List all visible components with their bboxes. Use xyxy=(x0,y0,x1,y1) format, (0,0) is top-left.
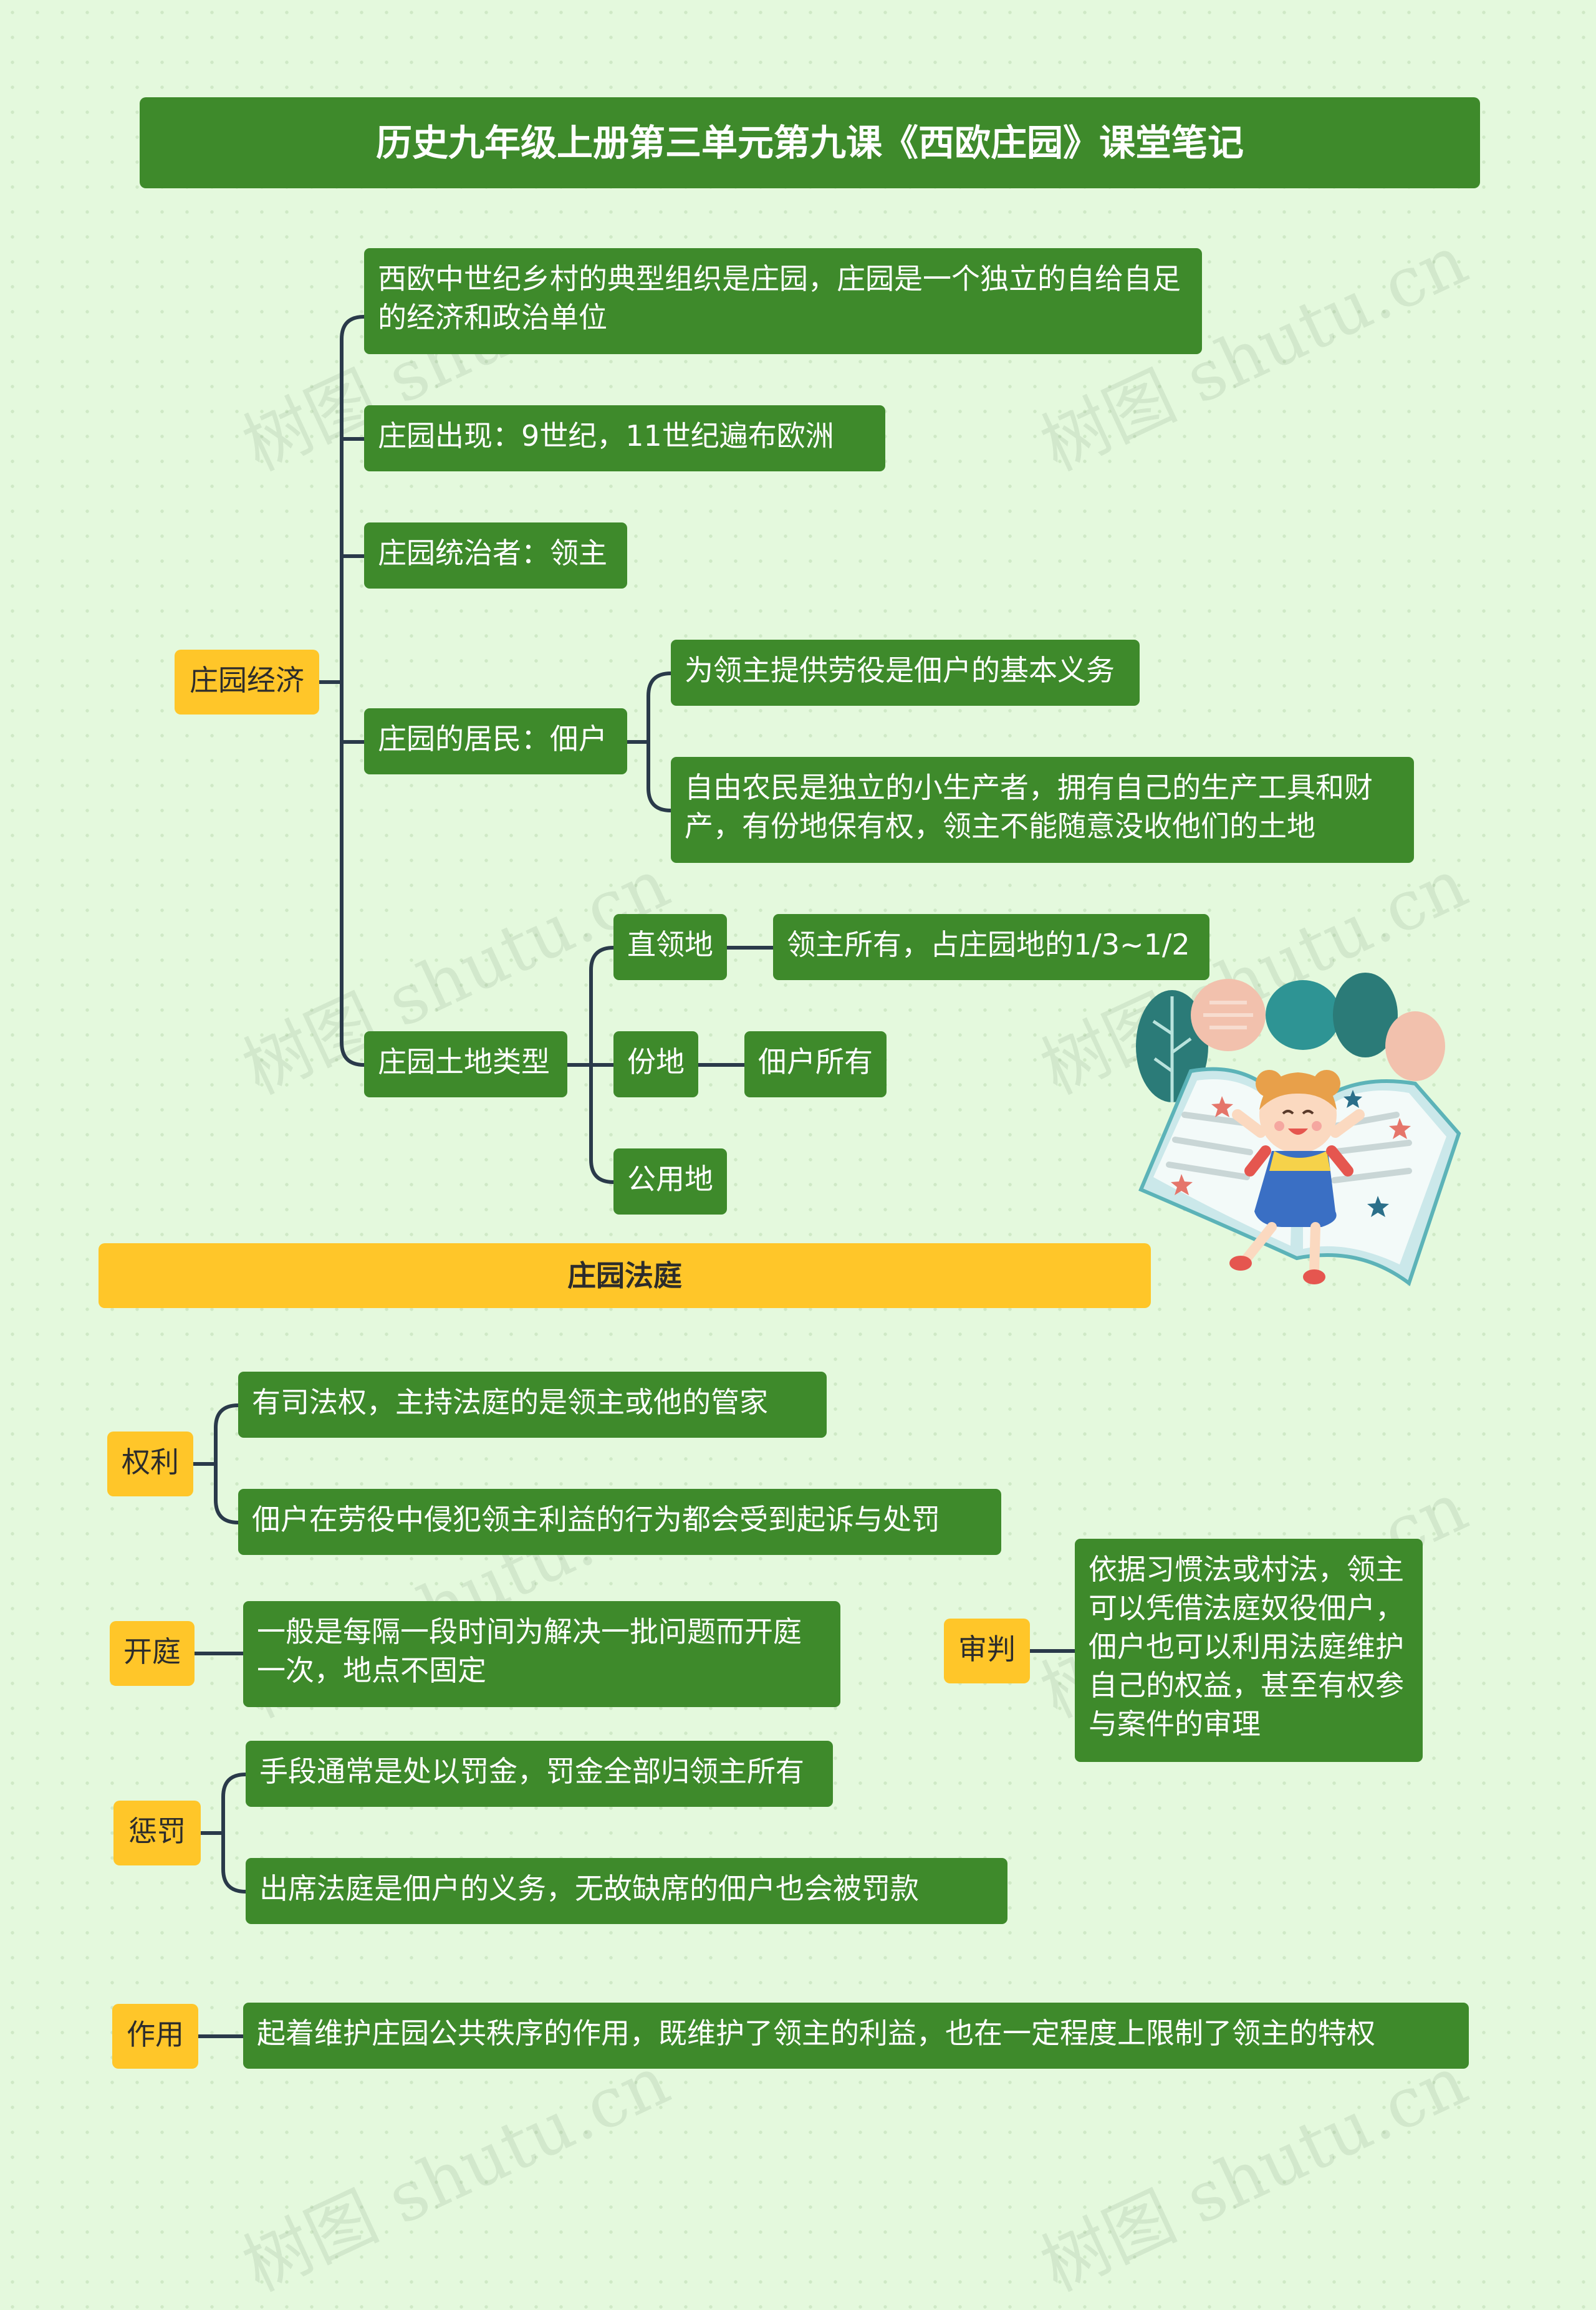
court-node-role: 作用 xyxy=(112,2004,198,2069)
girl-on-book-illustration xyxy=(1116,965,1465,1302)
section-title-court: 庄园法庭 xyxy=(99,1243,1151,1308)
economy-node-ruler: 庄园统治者：领主 xyxy=(364,522,627,589)
role-node-detail: 起着维护庄园公共秩序的作用，既维护了领主的利益，也在一定程度上限制了领主的特权 xyxy=(243,2003,1469,2069)
court-node-trial: 审判 xyxy=(944,1619,1030,1683)
land-detail-holding: 佃户所有 xyxy=(744,1031,887,1097)
residents-node-free-farmers: 自由农民是独立的小生产者，拥有自己的生产工具和财产，有份地保有权，领主不能随意没… xyxy=(671,757,1414,863)
land-type-holding: 份地 xyxy=(613,1031,698,1097)
trial-node-detail: 依据习惯法或村法，领主可以凭借法庭奴役佃户，佃户也可以利用法庭维护自己的权益，甚… xyxy=(1075,1539,1423,1762)
punishment-node-fines: 手段通常是处以罚金，罚金全部归领主所有 xyxy=(246,1741,833,1807)
rights-node-jurisdiction: 有司法权，主持法庭的是领主或他的管家 xyxy=(238,1372,827,1438)
page-title: 历史九年级上册第三单元第九课《西欧庄园》课堂笔记 xyxy=(140,97,1480,188)
economy-node-land-types: 庄园土地类型 xyxy=(364,1031,567,1097)
land-type-common: 公用地 xyxy=(613,1148,727,1215)
economy-node-origin: 庄园出现：9世纪，11世纪遍布欧洲 xyxy=(364,405,885,471)
residents-node-duty: 为领主提供劳役是佃户的基本义务 xyxy=(671,640,1140,706)
root-node-economy: 庄园经济 xyxy=(175,650,319,715)
court-node-session: 开庭 xyxy=(110,1621,195,1686)
punishment-node-attendance: 出席法庭是佃户的义务，无故缺席的佃户也会被罚款 xyxy=(246,1858,1007,1924)
session-node-detail: 一般是每隔一段时间为解决一批问题而开庭一次，地点不固定 xyxy=(243,1601,840,1707)
economy-node-residents: 庄园的居民：佃户 xyxy=(364,708,627,774)
land-type-demesne: 直领地 xyxy=(613,914,727,980)
rights-node-prosecution: 佃户在劳役中侵犯领主利益的行为都会受到起诉与处罚 xyxy=(238,1489,1001,1555)
court-node-rights: 权利 xyxy=(107,1432,193,1496)
court-node-punishment: 惩罚 xyxy=(113,1801,201,1865)
economy-node-definition: 西欧中世纪乡村的典型组织是庄园，庄园是一个独立的自给自足的经济和政治单位 xyxy=(364,248,1202,354)
